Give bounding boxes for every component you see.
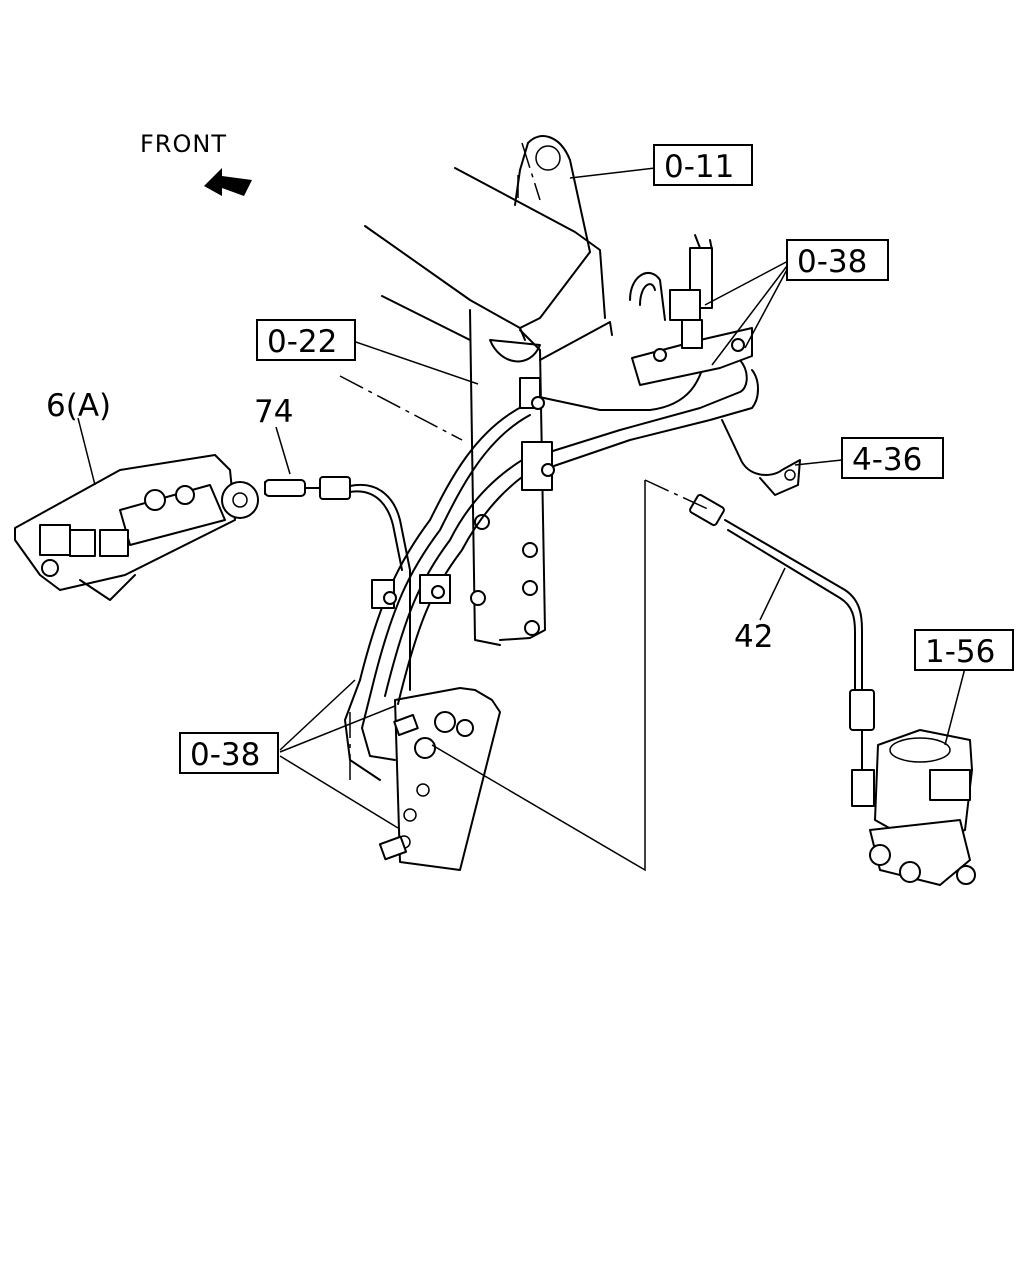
callout-0-38-top-label: 0-38 [797, 244, 867, 280]
callout-4-36-label: 4-36 [852, 442, 922, 478]
part-42-pipe [689, 493, 875, 771]
front-arrow-icon [204, 168, 252, 196]
part-number-74: 74 [254, 394, 293, 430]
callout-0-11-label: 0-11 [664, 149, 734, 185]
callout-0-11: 0-11 [653, 144, 753, 186]
callout-0-22-label: 0-22 [267, 324, 337, 360]
tank-frame-assembly [339, 135, 613, 646]
part-number-42: 42 [734, 619, 773, 655]
front-label: FRONT [140, 130, 227, 158]
part-6a-master-cylinder [14, 454, 259, 601]
part-number-6a: 6(A) [46, 388, 111, 424]
upper-valve-assembly [629, 234, 753, 386]
lower-mounting-bracket [378, 687, 501, 871]
part-1-56-solenoid-valve [851, 729, 976, 886]
front-direction-indicator: FRONT [140, 130, 252, 196]
callout-4-36: 4-36 [841, 437, 944, 479]
part-4-36-bracket [721, 419, 801, 496]
brake-pipe-routing [344, 359, 759, 781]
part-74-fitting [264, 476, 411, 691]
callout-0-38-bottom: 0-38 [179, 732, 279, 774]
callout-1-56: 1-56 [914, 629, 1014, 671]
callout-0-38-top: 0-38 [786, 239, 889, 281]
callout-0-22: 0-22 [256, 319, 356, 361]
callout-1-56-label: 1-56 [925, 634, 995, 670]
leader-lines [77, 167, 966, 872]
callout-0-38-bottom-label: 0-38 [190, 737, 260, 773]
